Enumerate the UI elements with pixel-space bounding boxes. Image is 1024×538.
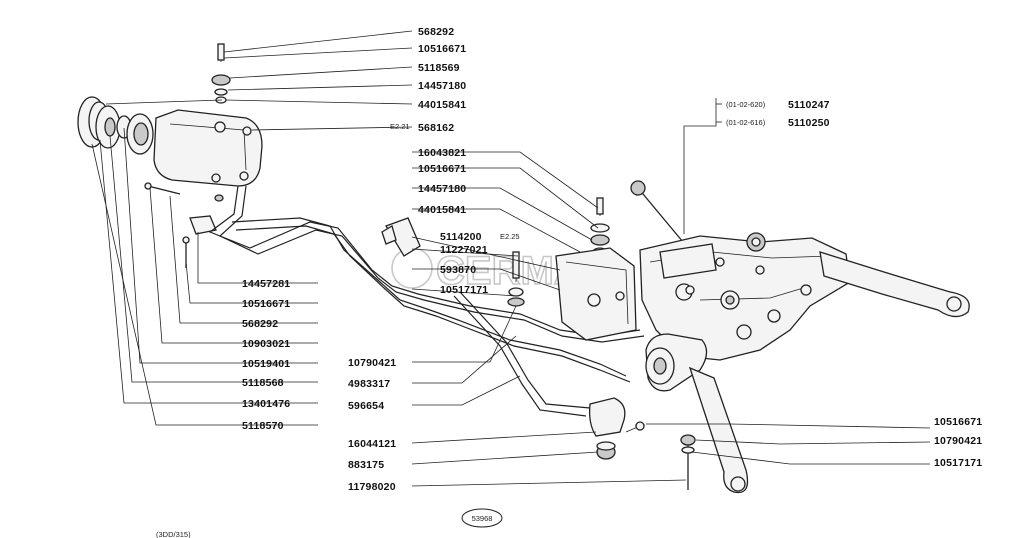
callout-ref-e221: E2.21 <box>390 122 410 131</box>
callout-5118570: 5118570 <box>242 420 284 432</box>
callout-14457180-top: 14457180 <box>418 80 466 92</box>
callout-11798020: 11798020 <box>348 481 396 493</box>
callout-568162: 568162 <box>418 122 454 134</box>
callout-883175: 883175 <box>348 459 384 471</box>
callout-568292-left: 568292 <box>242 318 278 330</box>
callout-5110247: 5110247 <box>788 99 830 111</box>
callout-5114200: 5114200 <box>440 231 482 243</box>
callout-10790421-low: 10790421 <box>348 357 396 369</box>
callout-labels-left: 568292 10516671 5118569 14457180 4401584… <box>242 26 520 493</box>
callout-labels-right: (01-02-620) 5110247 (01-02-616) 5110250 … <box>726 99 982 469</box>
callout-range-616: (01-02-616) <box>726 118 766 127</box>
callout-14457281: 14457281 <box>242 278 290 290</box>
callout-ref-e225: E2.25 <box>500 232 520 241</box>
callout-13401476: 13401476 <box>242 398 290 410</box>
callout-44015841-top: 44015841 <box>418 99 466 111</box>
callout-596654: 596654 <box>348 400 384 412</box>
figure-number: 53968 <box>472 514 493 523</box>
callout-10517171-right: 10517171 <box>934 457 982 469</box>
leader-lines <box>91 30 931 487</box>
callout-10903021: 10903021 <box>242 338 290 350</box>
lift-housing <box>630 180 970 494</box>
callout-568292-top: 568292 <box>418 26 454 38</box>
middle-fittings <box>507 197 637 341</box>
callout-11227021: 11227021 <box>440 244 488 256</box>
callout-14457180-mid: 14457180 <box>418 183 466 195</box>
callout-593870: 593870 <box>440 264 476 276</box>
bottom-fittings <box>588 397 696 490</box>
callout-5110250: 5110250 <box>788 117 830 129</box>
callout-10790421-right: 10790421 <box>934 435 982 447</box>
callout-10519401: 10519401 <box>242 358 290 370</box>
callout-5118569: 5118569 <box>418 62 460 74</box>
callout-10516671-top: 10516671 <box>418 43 466 55</box>
callout-10516671-mid: 10516671 <box>418 163 466 175</box>
bottom-left-fragment: (3DD/315) <box>156 530 191 538</box>
callout-10517171-mid: 10517171 <box>440 284 488 296</box>
figure-number-badge: 53968 <box>461 508 503 528</box>
callout-10516671-left: 10516671 <box>242 298 290 310</box>
callout-44015841-mid: 44015841 <box>418 204 466 216</box>
left-valve-assembly <box>77 43 263 268</box>
callout-16043821: 16043821 <box>418 147 466 159</box>
callout-16044121: 16044121 <box>348 438 396 450</box>
callout-4983317: 4983317 <box>348 378 390 390</box>
callout-10516671-right: 10516671 <box>934 416 982 428</box>
callout-5118568: 5118568 <box>242 377 284 389</box>
callout-range-620: (01-02-620) <box>726 100 766 109</box>
